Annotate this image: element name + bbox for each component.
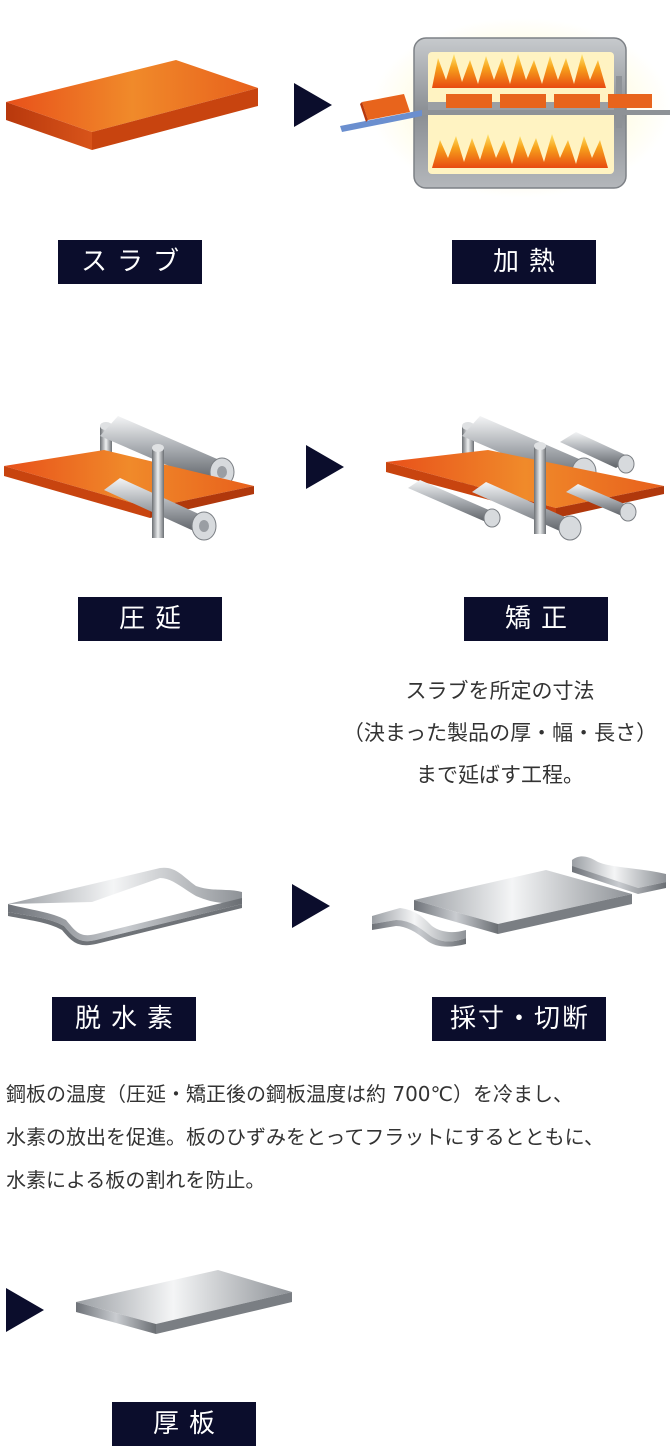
step-label-cutting: 採寸・切断 bbox=[432, 997, 606, 1041]
process-arrow-icon bbox=[294, 83, 332, 127]
finished-plate-icon bbox=[76, 1270, 292, 1334]
leveler-icon bbox=[386, 416, 664, 541]
description-line: まで延ばす工程。 bbox=[416, 763, 584, 787]
step-label-plate: 厚板 bbox=[112, 1402, 256, 1446]
description-line: スラブを所定の寸法 bbox=[405, 679, 595, 703]
description-line: 水素による板の割れを防止。 bbox=[6, 1168, 266, 1192]
step-label-leveling: 矯正 bbox=[464, 597, 608, 641]
process-arrow-icon bbox=[292, 884, 330, 928]
furnace-icon bbox=[340, 18, 670, 198]
process-arrow-icon bbox=[6, 1288, 44, 1332]
rolling-mill-icon bbox=[4, 416, 254, 541]
step-label-slab: スラブ bbox=[58, 240, 202, 284]
description-line: （決まった製品の厚・幅・長さ） bbox=[342, 721, 658, 745]
step-label-rolling: 圧延 bbox=[78, 597, 222, 641]
slab-icon bbox=[6, 60, 258, 150]
description-line: 鋼板の温度（圧延・矯正後の鋼板温度は約 700℃）を冷まし、 bbox=[6, 1082, 573, 1106]
dehydrogenation-description: 鋼板の温度（圧延・矯正後の鋼板温度は約 700℃）を冷まし、 水素の放出を促進。… bbox=[6, 1073, 670, 1202]
cooling-plate-icon bbox=[8, 867, 242, 946]
description-line: 水素の放出を促進。板のひずみをとってフラットにするとともに、 bbox=[6, 1125, 604, 1149]
step-label-heating: 加熱 bbox=[452, 240, 596, 284]
rolling-description: スラブを所定の寸法 （決まった製品の厚・幅・長さ） まで延ばす工程。 bbox=[330, 670, 670, 796]
cut-plate-icon bbox=[372, 856, 666, 947]
step-label-dehydrogenation: 脱水素 bbox=[52, 997, 196, 1041]
process-arrow-icon bbox=[306, 445, 344, 489]
